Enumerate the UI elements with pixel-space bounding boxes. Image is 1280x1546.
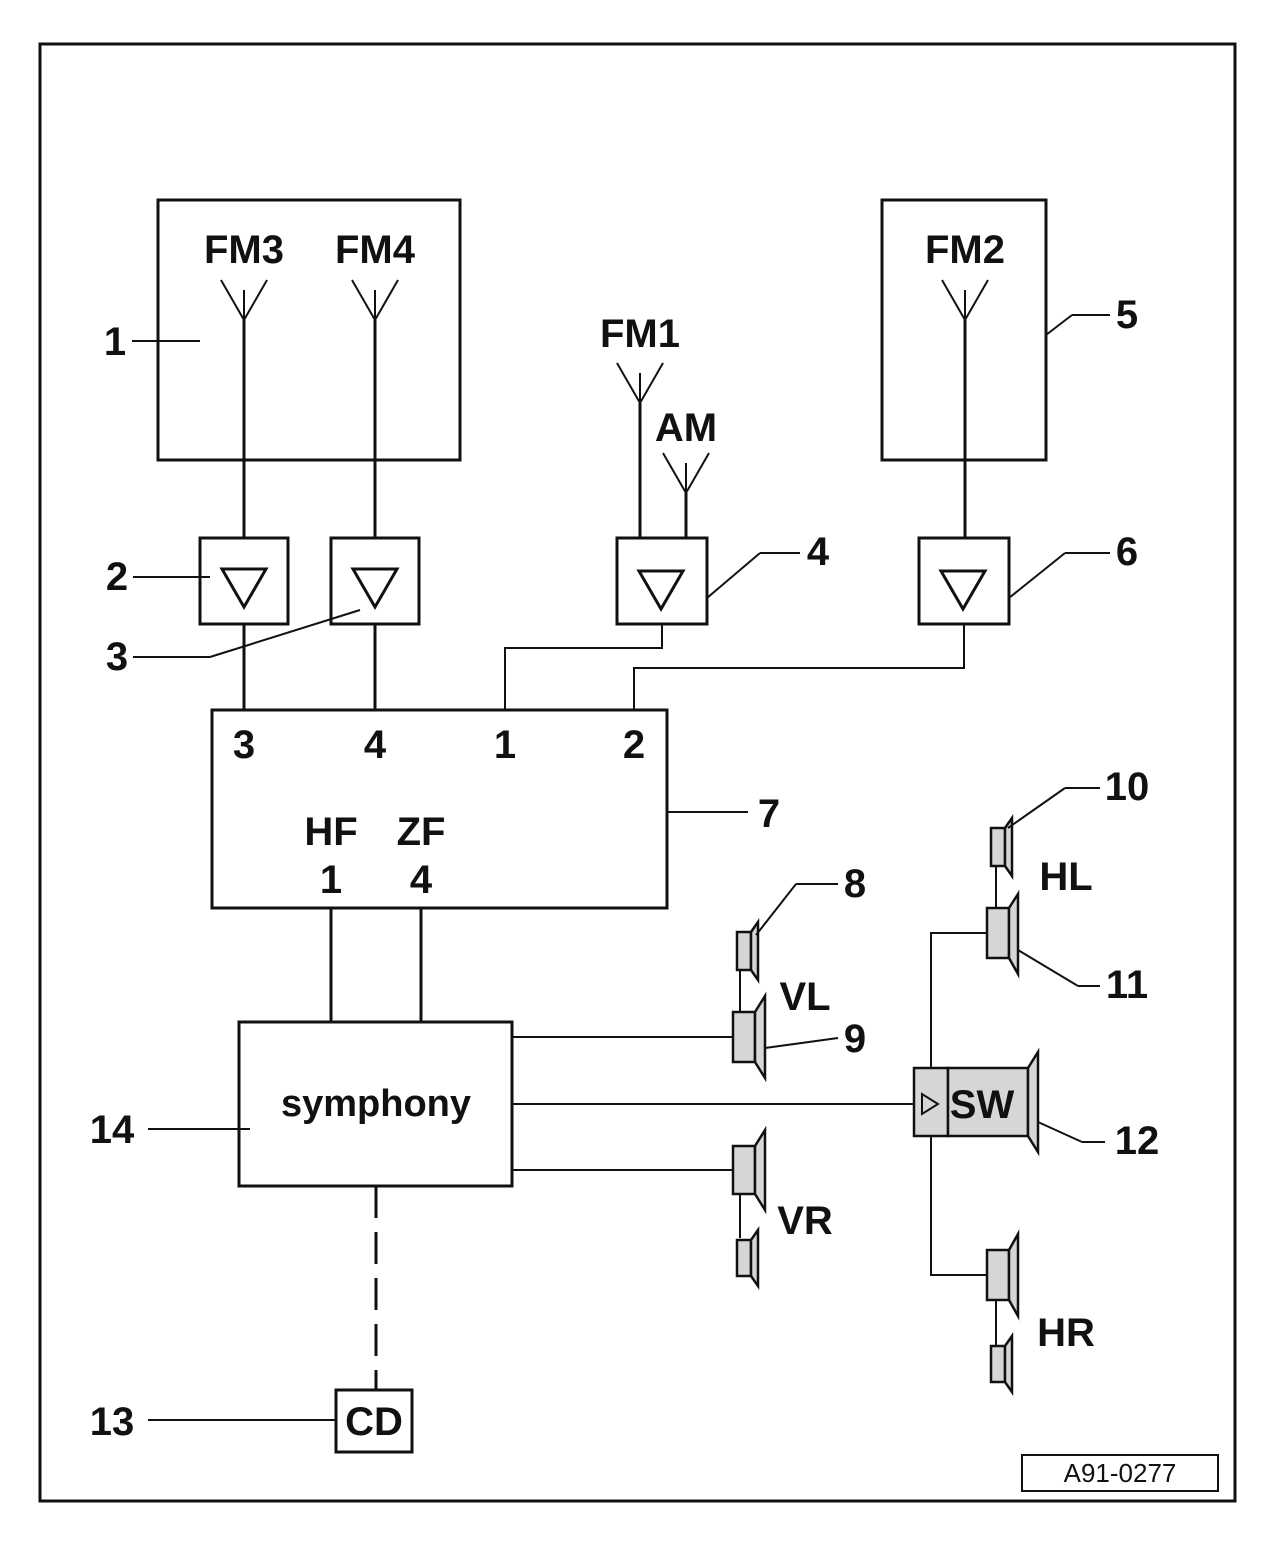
fm2-label: FM2	[925, 228, 1005, 272]
fm3-antenna-icon	[220, 279, 268, 321]
symphony-amplifier-box	[237, 1020, 514, 1188]
callout-2: 2	[106, 555, 128, 599]
callout-3: 3	[106, 635, 128, 679]
callout-5: 5	[1116, 293, 1138, 337]
am-antenna-icon	[662, 452, 710, 494]
fm4-label: FM4	[335, 228, 416, 272]
tuner-hf-number: 1	[320, 858, 342, 902]
tuner-input-3: 3	[233, 723, 255, 767]
figure-reference-box	[1021, 1454, 1219, 1492]
speaker-hr-label: HR	[1037, 1311, 1095, 1355]
callout-11: 11	[1106, 963, 1148, 1007]
front-left-tweeter-icon	[735, 918, 760, 984]
callout-13: 13	[90, 1400, 135, 1444]
antenna-amplifier-2	[198, 536, 290, 626]
speaker-vl-label: VL	[779, 975, 830, 1019]
callout-14: 14	[90, 1108, 135, 1152]
figure-reference: A91-0277	[1064, 1458, 1177, 1488]
am-label: AM	[655, 406, 717, 450]
rear-right-tweeter-icon	[989, 1332, 1014, 1396]
speaker-sw-label: SW	[950, 1083, 1015, 1127]
fm4-antenna-icon	[351, 279, 399, 321]
front-left-speaker-icon	[731, 991, 767, 1083]
rear-left-speaker-icon	[985, 889, 1020, 979]
tuner-input-1: 1	[494, 723, 516, 767]
callout-10: 10	[1105, 765, 1150, 809]
callout-7: 7	[758, 792, 780, 836]
callout-12: 12	[1115, 1119, 1160, 1163]
front-right-tweeter-icon	[735, 1226, 760, 1290]
tuner-input-4: 4	[364, 723, 387, 767]
tuner-hf-label: HF	[304, 810, 357, 854]
tuner-zf-number: 4	[410, 858, 433, 902]
antenna-amplifier-4	[615, 536, 709, 626]
rear-right-speaker-icon	[985, 1229, 1020, 1321]
tuner-zf-label: ZF	[397, 810, 446, 854]
callout-4: 4	[807, 530, 830, 574]
fm3-label: FM3	[204, 228, 284, 272]
callout-9: 9	[844, 1017, 866, 1061]
cd-changer-box	[334, 1388, 414, 1454]
tuner-box	[210, 708, 669, 910]
antenna-amplifier-3	[329, 536, 421, 626]
front-right-speaker-icon	[731, 1125, 767, 1215]
tuner-input-2: 2	[623, 723, 645, 767]
cd-label: CD	[345, 1400, 403, 1444]
callout-1: 1	[104, 320, 126, 364]
rear-window-antenna-box	[156, 198, 462, 462]
subwoofer-box	[912, 1047, 1040, 1157]
callout-6: 6	[1116, 530, 1138, 574]
callout-8: 8	[844, 862, 866, 906]
fm1-label: FM1	[600, 312, 680, 356]
outer-frame	[38, 42, 1237, 1503]
subwoofer-amp-icon	[921, 1092, 940, 1116]
symphony-label: symphony	[281, 1083, 471, 1125]
fm1-antenna-icon	[616, 362, 664, 404]
rear-left-tweeter-icon	[989, 814, 1014, 880]
speaker-vr-label: VR	[777, 1199, 833, 1243]
antenna-amplifier-6	[917, 536, 1011, 626]
speaker-hl-label: HL	[1039, 855, 1092, 899]
fm2-antenna-icon	[941, 279, 989, 321]
